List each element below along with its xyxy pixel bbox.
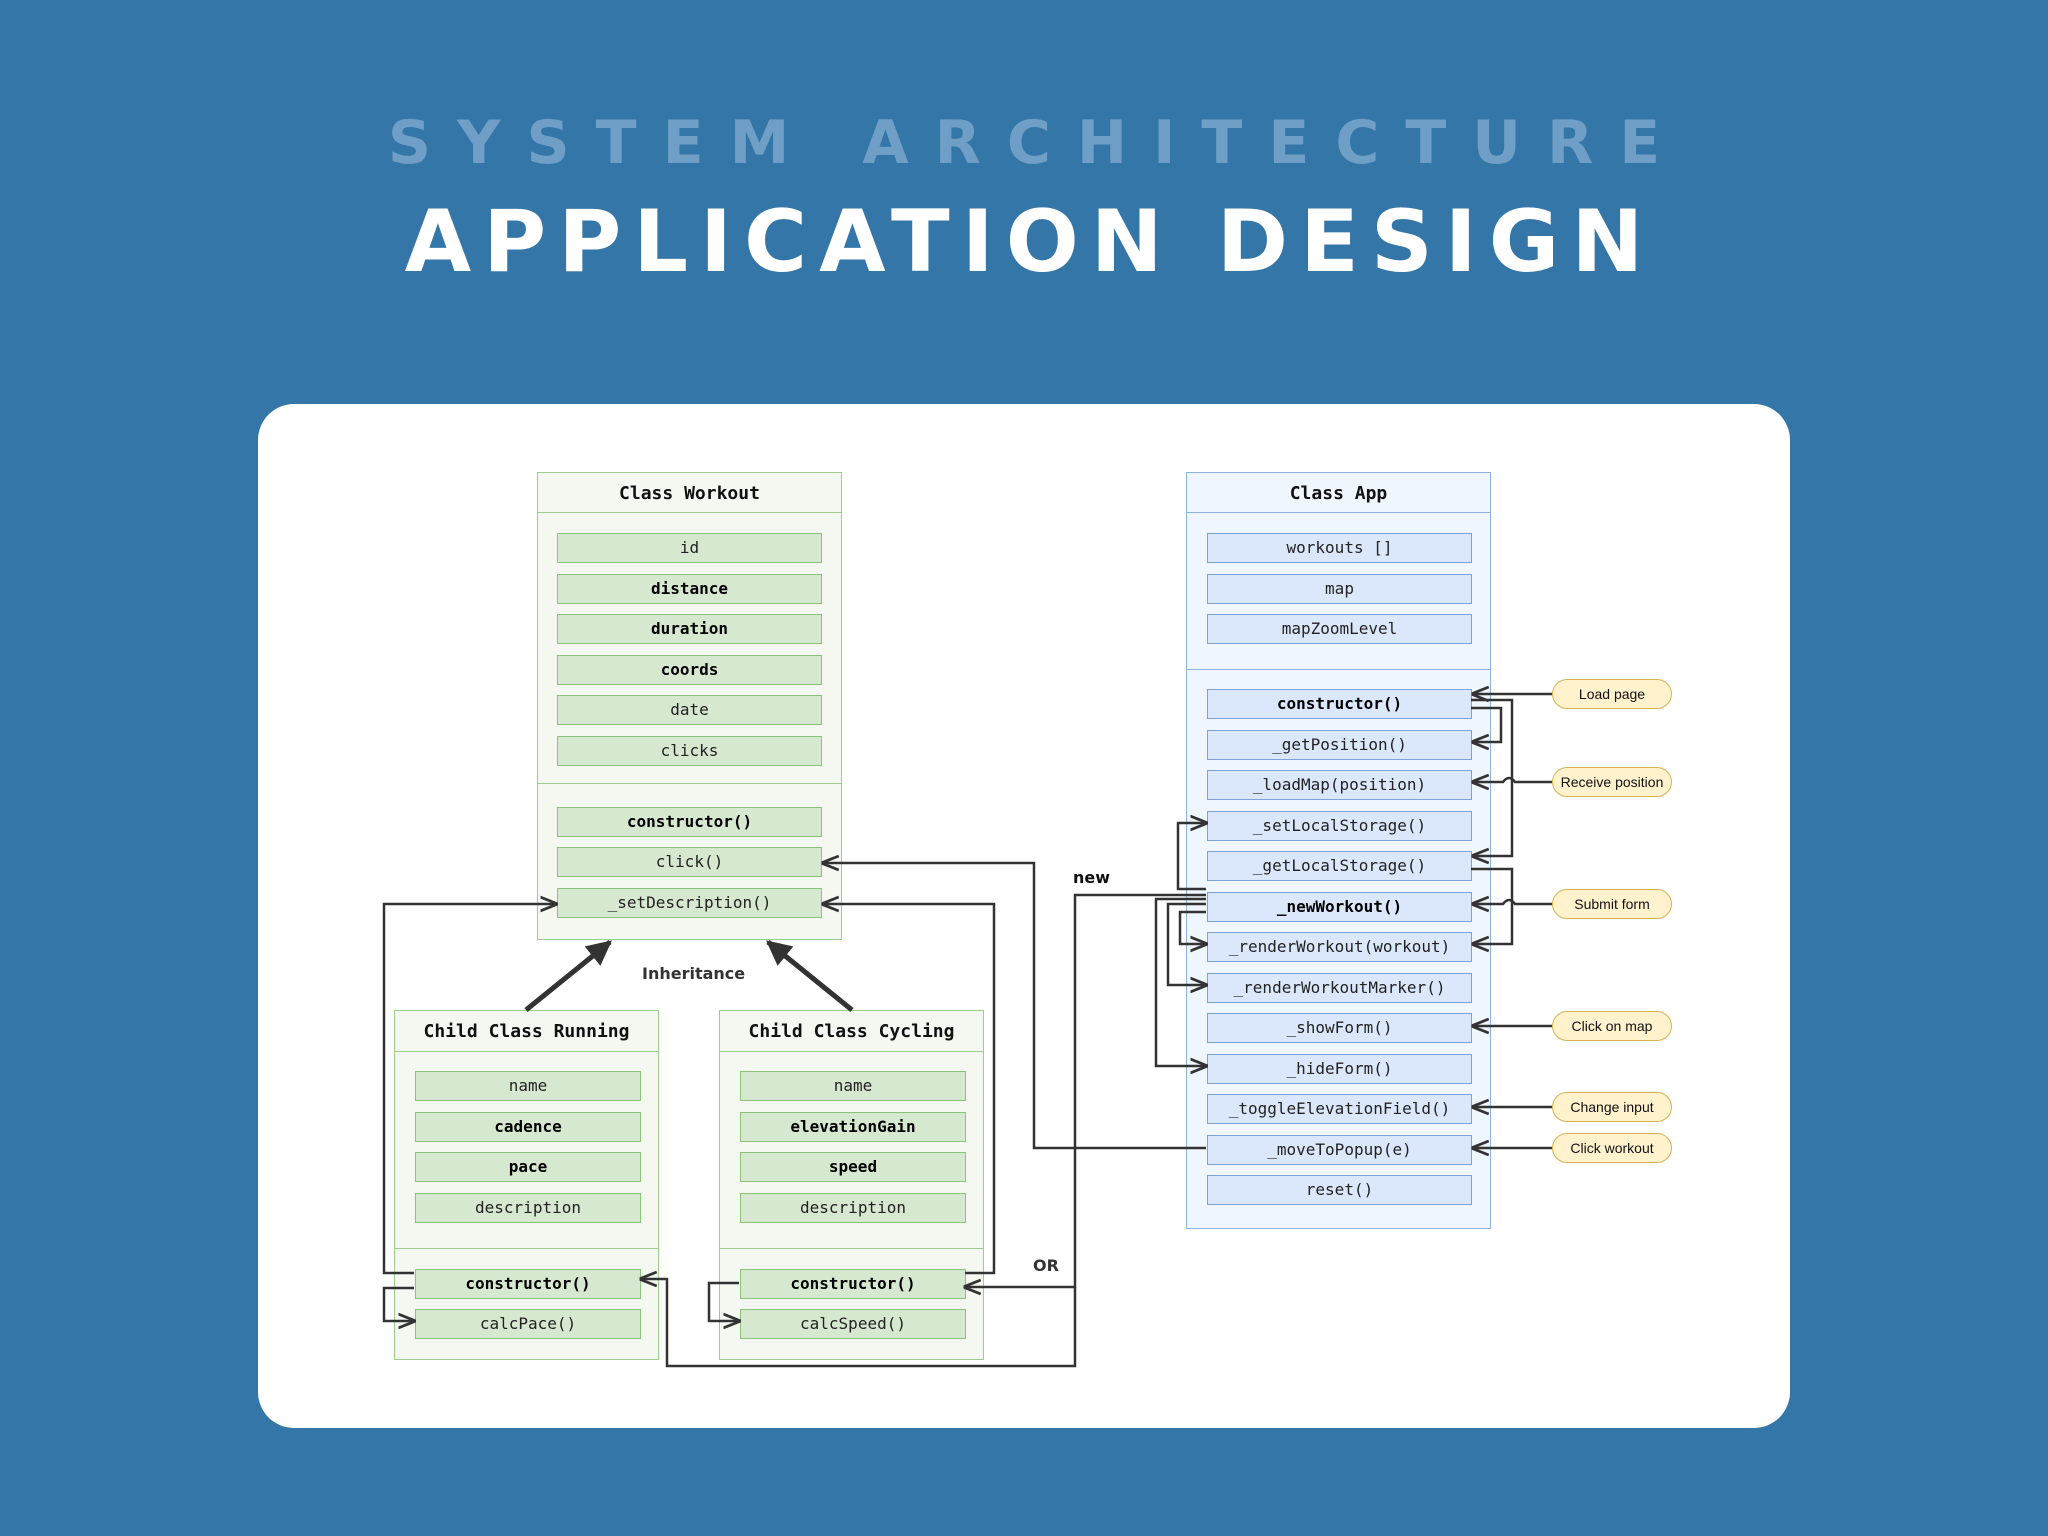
newworkout-to-setlocalstorage — [1176, 823, 1206, 891]
class-app-methods-divider — [1187, 669, 1490, 670]
diagram-card: Class Workout id distance duration coord… — [258, 404, 1790, 1428]
event-change-input: Change input — [1552, 1092, 1672, 1122]
app-method-constructor: constructor() — [1207, 689, 1472, 719]
app-method-showform: _showForm() — [1207, 1013, 1472, 1043]
running-field-cadence: cadence — [415, 1112, 641, 1142]
class-cycling-header-divider — [720, 1051, 983, 1052]
workout-method-constructor: constructor() — [557, 807, 822, 837]
cycling-field-elevationgain: elevationGain — [740, 1112, 966, 1142]
workout-field-distance: distance — [557, 574, 822, 604]
newworkout-to-cycling-constructor — [965, 893, 1206, 1287]
cycling-constructor-to-calcspeed — [707, 1281, 739, 1321]
event-submit-form: Submit form — [1552, 889, 1672, 919]
workout-field-duration: duration — [557, 614, 822, 644]
class-app-title: Class App — [1289, 483, 1388, 504]
app-method-hideform: _hideForm() — [1207, 1054, 1472, 1084]
class-cycling-methods-divider — [720, 1248, 983, 1249]
running-method-constructor: constructor() — [415, 1269, 641, 1299]
running-constructor-to-setdescription — [382, 904, 556, 1275]
cycling-field-speed: speed — [740, 1152, 966, 1182]
or-label: OR — [1033, 1256, 1059, 1275]
app-field-workouts: workouts [] — [1207, 533, 1472, 563]
app-method-renderworkoutmarker: _renderWorkoutMarker() — [1207, 973, 1472, 1003]
newworkout-to-running-constructor — [641, 1279, 1077, 1368]
cycling-field-description: description — [740, 1193, 966, 1223]
cycling-method-constructor: constructor() — [740, 1269, 966, 1299]
class-running-title: Child Class Running — [423, 1021, 630, 1042]
class-workout-box: Class Workout id distance duration coord… — [537, 472, 842, 940]
class-running-header-divider — [395, 1051, 658, 1052]
workout-field-coords: coords — [557, 655, 822, 685]
class-app-header-divider — [1187, 512, 1490, 513]
class-app-box: Class App workouts [] map mapZoomLevel c… — [1186, 472, 1491, 1229]
cycling-field-name: name — [740, 1071, 966, 1101]
event-load-page: Load page — [1552, 679, 1672, 709]
newworkout-to-hideform — [1154, 897, 1206, 1066]
inheritance-arrow-cycling — [766, 940, 854, 1012]
constructor-to-getlocalstorage — [1471, 698, 1514, 856]
running-field-name: name — [415, 1071, 641, 1101]
app-method-toggleelevationfield: _toggleElevationField() — [1207, 1094, 1472, 1124]
class-workout-header-divider — [538, 512, 841, 513]
app-method-getlocalstorage: _getLocalStorage() — [1207, 851, 1472, 881]
app-method-setlocalstorage: _setLocalStorage() — [1207, 811, 1472, 841]
app-field-mapzoomlevel: mapZoomLevel — [1207, 614, 1472, 644]
event-click-workout: Click workout — [1552, 1133, 1672, 1163]
running-field-pace: pace — [415, 1152, 641, 1182]
inheritance-arrow-running — [524, 940, 612, 1012]
newworkout-to-renderworkoutmarker — [1166, 902, 1206, 985]
app-method-reset: reset() — [1207, 1175, 1472, 1205]
app-method-newworkout: _newWorkout() — [1207, 892, 1472, 922]
workout-method-setdescription: _setDescription() — [557, 888, 822, 918]
page-title: APPLICATION DESIGN — [404, 192, 1656, 292]
connector-lines — [382, 404, 1552, 1368]
app-method-movetopopup: _moveToPopup(e) — [1207, 1135, 1472, 1165]
app-method-getposition: _getPosition() — [1207, 730, 1472, 760]
workout-method-click: click() — [557, 847, 822, 877]
class-workout-methods-divider — [538, 783, 841, 784]
running-field-description: description — [415, 1193, 641, 1223]
class-running-box: Child Class Running name cadence pace de… — [394, 1010, 659, 1360]
class-cycling-box: Child Class Cycling name elevationGain s… — [719, 1010, 984, 1360]
event-receive-position: Receive position — [1552, 767, 1672, 797]
receiveposition-to-loadmap — [1473, 778, 1552, 782]
workout-field-date: date — [557, 695, 822, 725]
section-subtitle: SYSTEM ARCHITECTURE — [387, 108, 1687, 178]
workout-field-clicks: clicks — [557, 736, 822, 766]
class-running-methods-divider — [395, 1248, 658, 1249]
movetopopup-to-click — [823, 863, 1206, 1150]
event-click-on-map: Click on map — [1552, 1011, 1672, 1041]
cycling-method-calcspeed: calcSpeed() — [740, 1309, 966, 1339]
app-method-loadmap: _loadMap(position) — [1207, 770, 1472, 800]
getlocalstorage-to-renderworkout — [1471, 867, 1514, 944]
submitform-to-newworkout — [1473, 900, 1552, 904]
app-method-renderworkout: _renderWorkout(workout) — [1207, 932, 1472, 962]
class-workout-title: Class Workout — [619, 483, 760, 504]
inheritance-label: Inheritance — [642, 964, 746, 983]
cycling-constructor-to-setdescription — [823, 904, 996, 1275]
running-method-calcpace: calcPace() — [415, 1309, 641, 1339]
running-constructor-to-calcpace — [382, 1286, 414, 1321]
new-label: new — [1073, 868, 1111, 887]
newworkout-to-renderworkout — [1178, 910, 1206, 944]
workout-field-id: id — [557, 533, 822, 563]
app-field-map: map — [1207, 574, 1472, 604]
class-cycling-title: Child Class Cycling — [748, 1021, 955, 1042]
constructor-to-getposition — [1471, 706, 1503, 742]
